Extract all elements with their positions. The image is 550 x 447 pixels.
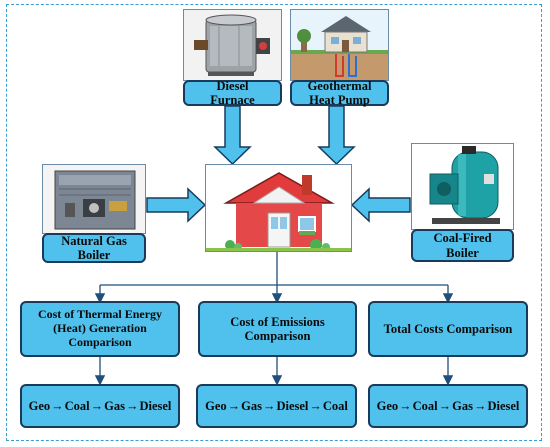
ranking-item: Diesel — [276, 398, 309, 413]
house-panel — [205, 164, 352, 252]
connector-tree — [94, 252, 454, 386]
coal-fired-boiler-photo — [411, 143, 514, 230]
ranking-arrow-icon: → — [90, 398, 104, 413]
ranking-chain: Geo→Coal→Gas→Diesel — [377, 399, 520, 413]
ranking-arrow-icon: → — [309, 398, 322, 413]
natural-gas-label: Natural Gas Boiler — [61, 233, 127, 262]
diesel-furnace-photo — [183, 9, 282, 81]
block-arrow-geothermal — [317, 105, 356, 166]
ranking-arrow-icon: → — [399, 398, 412, 413]
ranking-item: Geo — [205, 398, 227, 413]
geothermal-label-box: Geothermal Heat Pump — [290, 78, 389, 107]
ranking-chain: Geo→Gas→Diesel→Coal — [205, 399, 348, 413]
ranking-chain: Geo→Coal→Gas→Diesel — [29, 399, 172, 413]
ranking-arrow-icon: → — [438, 398, 452, 413]
ranking-box-emissions: Geo→Gas→Diesel→Coal — [196, 384, 357, 428]
ranking-item: Diesel — [487, 398, 520, 413]
ranking-item: Gas — [104, 398, 125, 413]
comparison-box-thermal: Cost of Thermal Energy (Heat) Generation… — [20, 301, 180, 357]
ranking-item: Geo — [28, 398, 51, 413]
comparison-title-thermal: Cost of Thermal Energy (Heat) Generation… — [37, 307, 163, 349]
ranking-item: Gas — [452, 398, 473, 413]
natural-gas-label-box: Natural Gas Boiler — [42, 233, 146, 263]
block-arrow-natural-gas — [146, 187, 207, 223]
ranking-box-total: Geo→Coal→Gas→Diesel — [368, 384, 528, 428]
ranking-arrow-icon: → — [473, 398, 487, 413]
natural-gas-boiler-photo — [42, 164, 146, 234]
diesel-furnace-label-box: Diesel Furnace — [183, 78, 282, 107]
coal-fired-label-box: Coal-Fired Boiler — [411, 229, 514, 262]
coal-fired-label: Coal-Fired Boiler — [433, 231, 492, 260]
diesel-furnace-label: Diesel Furnace — [210, 78, 255, 107]
geothermal-heat-pump-illustration — [290, 9, 389, 81]
ranking-item: Geo — [376, 398, 399, 413]
ranking-item: Coal — [64, 398, 90, 413]
ranking-box-thermal: Geo→Coal→Gas→Diesel — [20, 384, 180, 428]
block-arrow-coal — [350, 187, 411, 223]
house-icon — [206, 165, 351, 251]
ranking-arrow-icon: → — [51, 398, 64, 413]
ranking-item: Coal — [412, 398, 438, 413]
comparison-title-emissions: Cost of Emissions Comparison — [230, 314, 325, 343]
ranking-arrow-icon: → — [227, 398, 241, 413]
ranking-item: Gas — [241, 398, 262, 413]
dashed-frame — [6, 4, 542, 441]
comparison-box-emissions: Cost of Emissions Comparison — [198, 301, 357, 357]
comparison-box-total: Total Costs Comparison — [368, 301, 528, 357]
geothermal-label: Geothermal Heat Pump — [307, 78, 372, 107]
block-arrow-diesel — [213, 105, 252, 166]
comparison-title-total: Total Costs Comparison — [383, 321, 513, 336]
ranking-item: Diesel — [139, 398, 172, 413]
ranking-arrow-icon: → — [262, 398, 276, 413]
ranking-arrow-icon: → — [125, 398, 139, 413]
ranking-item: Coal — [322, 398, 348, 413]
